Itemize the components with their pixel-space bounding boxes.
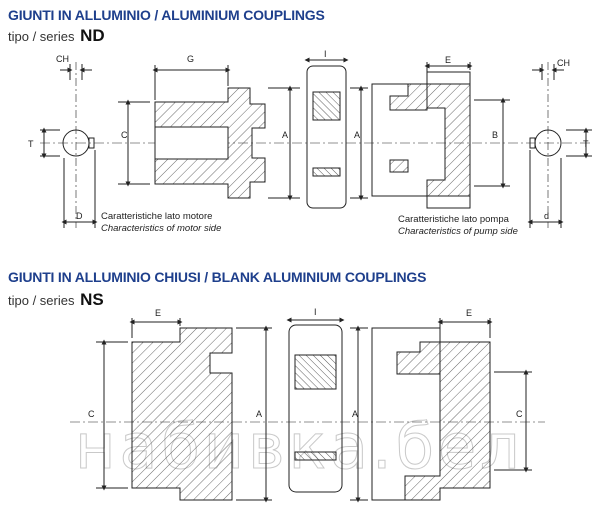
series-code: ND (80, 26, 105, 45)
caption-pump-en: Characteristics of pump side (398, 226, 518, 237)
dim-c-ns-right: C (516, 409, 523, 419)
spider-nd (306, 65, 347, 209)
dim-b: B (492, 130, 498, 140)
caption-motor-en: Characteristics of motor side (101, 223, 221, 234)
dim-d-upper: D (76, 211, 83, 221)
dim-a-nd-left: A (282, 130, 288, 140)
series-label-ns: tipo / series NS (8, 290, 104, 310)
dim-e-ns-left: E (155, 308, 161, 318)
dim-a-ns-right: A (352, 409, 358, 419)
dim-a-nd-right: A (354, 130, 360, 140)
dim-t-right: T (583, 139, 589, 149)
ns-drawing (70, 317, 545, 503)
dim-e-ns-right: E (466, 308, 472, 318)
dim-g: G (187, 54, 194, 64)
caption-pump-it: Caratteristiche lato pompa (398, 214, 510, 225)
dim-i-ns: I (314, 307, 317, 317)
dim-c-nd: C (121, 130, 128, 140)
spider-ns (288, 324, 343, 493)
dim-ch-left: CH (56, 54, 69, 64)
dim-a-ns-left: A (256, 409, 262, 419)
dim-i-nd: I (324, 49, 327, 59)
dim-ch-right: CH (557, 58, 570, 68)
series-code: NS (80, 290, 104, 309)
ns-left-hub (131, 327, 233, 501)
series-prefix: tipo / series (8, 29, 75, 44)
section-title-nd: GIUNTI IN ALLUMINIO / ALUMINIUM COUPLING… (8, 7, 325, 23)
dim-d-lower: d (544, 211, 549, 221)
series-label-nd: tipo / series ND (8, 26, 105, 46)
dim-t-left: T (28, 139, 34, 149)
dim-e-nd: E (445, 55, 451, 65)
dim-c-ns-left: C (88, 409, 95, 419)
series-prefix: tipo / series (8, 293, 75, 308)
nd-drawing (40, 57, 592, 228)
caption-motor-it: Caratteristiche lato motore (101, 211, 212, 222)
section-title-ns: GIUNTI IN ALLUMINIO CHIUSI / BLANK ALUMI… (8, 269, 427, 285)
